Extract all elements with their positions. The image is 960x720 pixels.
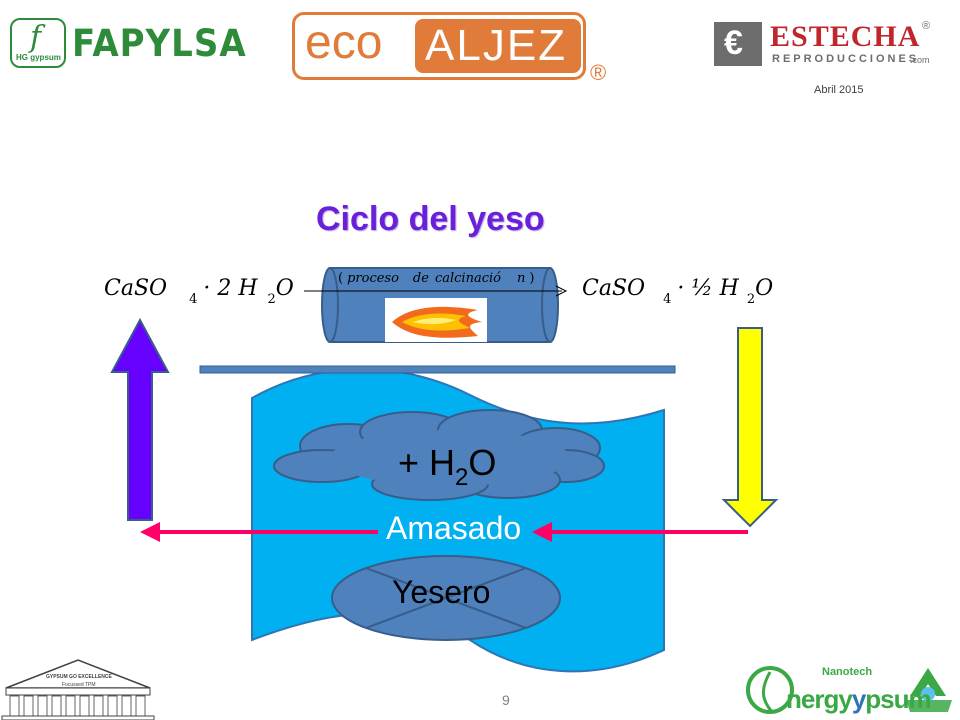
- pink-right-arrow: [532, 522, 748, 542]
- product-sub: 4: [663, 292, 672, 307]
- reactant-base: CaSO: [104, 276, 168, 301]
- estecha-sub: REPRODUCCIONES: [772, 53, 920, 65]
- calc-word-1: proceso: [347, 271, 399, 286]
- recycle-icon: [906, 668, 952, 712]
- slide-title: Ciclo del yeso: [316, 200, 545, 238]
- reactant-sub: 4: [189, 292, 198, 307]
- date-label: Abril 2015: [814, 84, 864, 96]
- product-water-sub: 2: [746, 292, 756, 307]
- mixing-bowl: [331, 555, 561, 641]
- energypsum-y: y: [851, 684, 867, 714]
- yellow-down-arrow: [721, 327, 779, 528]
- cloud-label: + H2O: [398, 442, 496, 492]
- estecha-name: ESTECHA: [770, 20, 921, 53]
- estecha-registered-mark: ®: [922, 20, 931, 32]
- ecoaljez-aljez-box: ALJEZ: [415, 19, 581, 73]
- gypsum-excellence-temple-logo: [1, 659, 155, 720]
- pink-left-arrow: [140, 522, 378, 542]
- energypsum-emblem: [746, 666, 794, 714]
- reaction-arrowhead: [555, 285, 568, 297]
- flame-image: [385, 298, 487, 342]
- hg-gypsum-logo: f HG gypsum: [10, 18, 66, 68]
- calc-word-3: calcinació: [434, 271, 501, 286]
- estecha-emblem-glyph: €: [724, 24, 743, 62]
- estecha-logo: € ESTECHA ® REPRODUCCIONES .com: [714, 20, 936, 72]
- page-number: 9: [502, 692, 510, 708]
- calc-word-2: de: [412, 271, 429, 286]
- energypsum-wordmark: nergyypsum: [786, 684, 932, 715]
- reactant-water: · 2 H: [203, 276, 258, 301]
- temple-subtitle: Focussed TPM: [62, 682, 96, 688]
- estecha-emblem: €: [714, 22, 762, 66]
- fapylsa-logo: FAPYLSA: [72, 22, 247, 66]
- cloud-label-tail: O: [468, 442, 497, 483]
- separator-bar: [199, 365, 676, 374]
- reactant-water-sub: 2: [267, 292, 276, 307]
- calcination-label: (proceso de calcinació n): [338, 271, 534, 286]
- ecoaljez-eco: eco: [305, 16, 383, 69]
- calc-word-4: n: [516, 271, 526, 286]
- energypsum-suffix: psum: [865, 684, 931, 714]
- reactant-formula: CaSO 4 · 2 H 2O: [104, 276, 294, 307]
- water-cloud: [273, 409, 605, 501]
- cloud-label-main: + H: [398, 442, 456, 483]
- ecoaljez-logo: eco ALJEZ: [292, 12, 586, 80]
- purple-up-arrow: [110, 317, 170, 521]
- kneading-label: Amasado: [386, 510, 522, 546]
- temple-title: GYPSUM GO EXCELLENCE: [46, 674, 112, 680]
- product-formula: CaSO 4 · ½ H 2O: [582, 276, 773, 307]
- energypsum-prefix: nergy: [786, 684, 853, 714]
- cloud-label-sub: 2: [455, 464, 469, 491]
- reactant-oxygen: O: [275, 276, 294, 301]
- calc-close: ): [529, 271, 535, 286]
- hg-logo-glyph: f: [30, 20, 42, 55]
- bowl-label: Yesero: [392, 574, 491, 610]
- ecoaljez-aljez: ALJEZ: [425, 21, 568, 70]
- hg-logo-caption: HG gypsum: [16, 53, 61, 62]
- ecoaljez-registered-mark: ®: [590, 60, 607, 85]
- nanotech-label: Nanotech: [822, 666, 873, 678]
- product-water: · ½ H: [677, 276, 739, 301]
- calc-open: (: [338, 271, 344, 286]
- estecha-domain: .com: [910, 55, 930, 65]
- product-oxygen: O: [755, 276, 774, 301]
- product-base: CaSO: [582, 276, 646, 301]
